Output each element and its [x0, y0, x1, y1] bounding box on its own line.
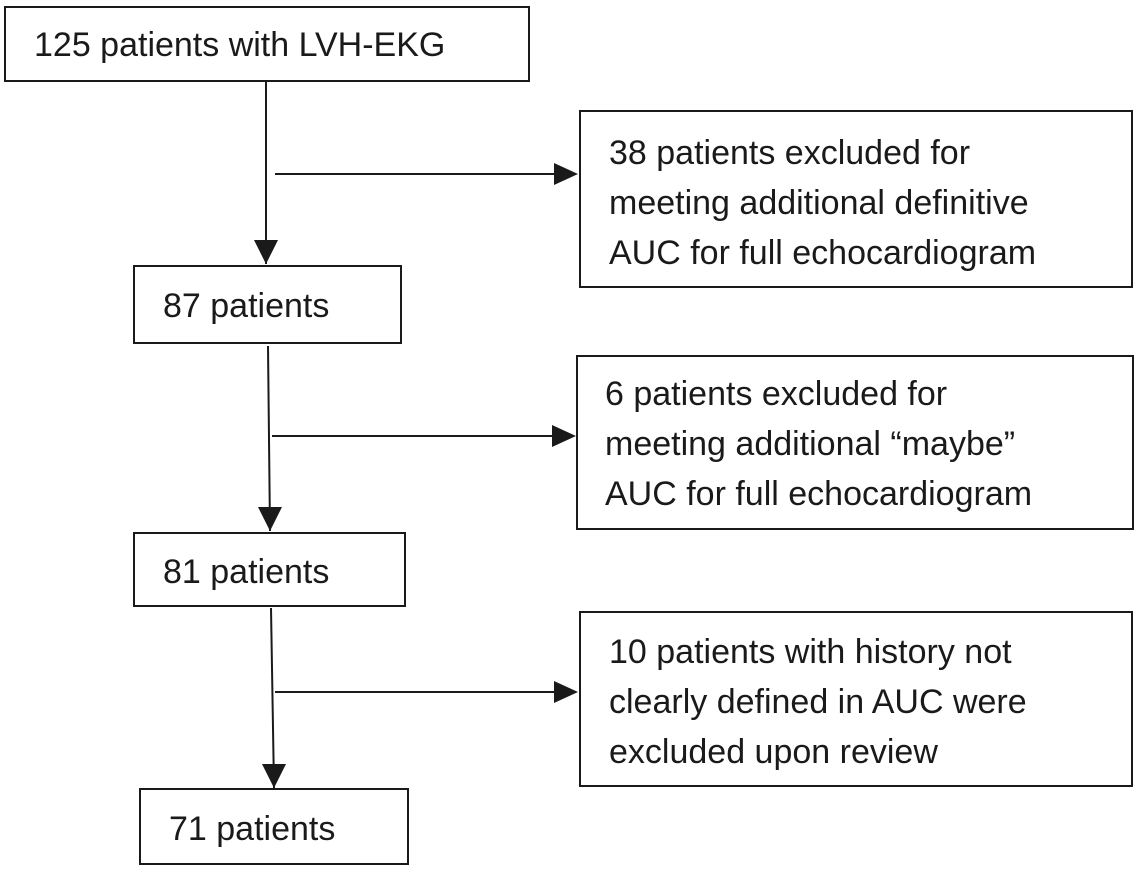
down-arrowhead-2	[258, 507, 282, 531]
down-arrow-3	[270, 607, 275, 789]
exclusion-arrowhead-3	[554, 681, 578, 703]
exclusion-arrowhead-1	[554, 163, 578, 185]
box-exclusion-3: 10 patients with history not clearly def…	[579, 611, 1133, 787]
box-start-label: 125 patients with LVH-EKG	[34, 26, 446, 64]
box-step2: 81 patients	[133, 532, 406, 607]
down-arrowhead-1	[254, 240, 278, 264]
box-exclusion-1-text: 38 patients excluded for meeting additio…	[609, 128, 1036, 278]
exclusion-3-line-3: excluded upon review	[609, 733, 938, 771]
down-arrow-2	[267, 345, 271, 532]
exclusion-2-line-3: AUC for full echocardiogram	[605, 475, 1033, 513]
box-start: 125 patients with LVH-EKG	[4, 6, 530, 82]
exclusion-1-line-1: 38 patients excluded for	[609, 134, 971, 172]
exclusion-2-line-2: meeting additional “maybe”	[605, 425, 1016, 463]
box-step1-label: 87 patients	[163, 287, 330, 325]
exclusion-arrowhead-2	[552, 425, 576, 447]
box-exclusion-3-text: 10 patients with history not clearly def…	[609, 627, 1027, 777]
exclusion-2-line-1: 6 patients excluded for	[605, 375, 948, 413]
down-arrowhead-3	[262, 764, 286, 788]
exclusion-1-line-2: meeting additional definitive	[609, 184, 1029, 222]
box-step2-label: 81 patients	[163, 553, 330, 591]
box-exclusion-2: 6 patients excluded for meeting addition…	[576, 355, 1134, 530]
box-step1: 87 patients	[133, 265, 402, 344]
box-exclusion-1: 38 patients excluded for meeting additio…	[579, 110, 1133, 288]
exclusion-1-line-3: AUC for full echocardiogram	[609, 234, 1037, 272]
exclusion-3-line-2: clearly defined in AUC were	[609, 683, 1027, 721]
box-final-label: 71 patients	[169, 810, 336, 848]
exclusion-3-line-1: 10 patients with history not	[609, 633, 1012, 671]
box-final: 71 patients	[139, 788, 409, 865]
box-exclusion-2-text: 6 patients excluded for meeting addition…	[605, 369, 1032, 519]
